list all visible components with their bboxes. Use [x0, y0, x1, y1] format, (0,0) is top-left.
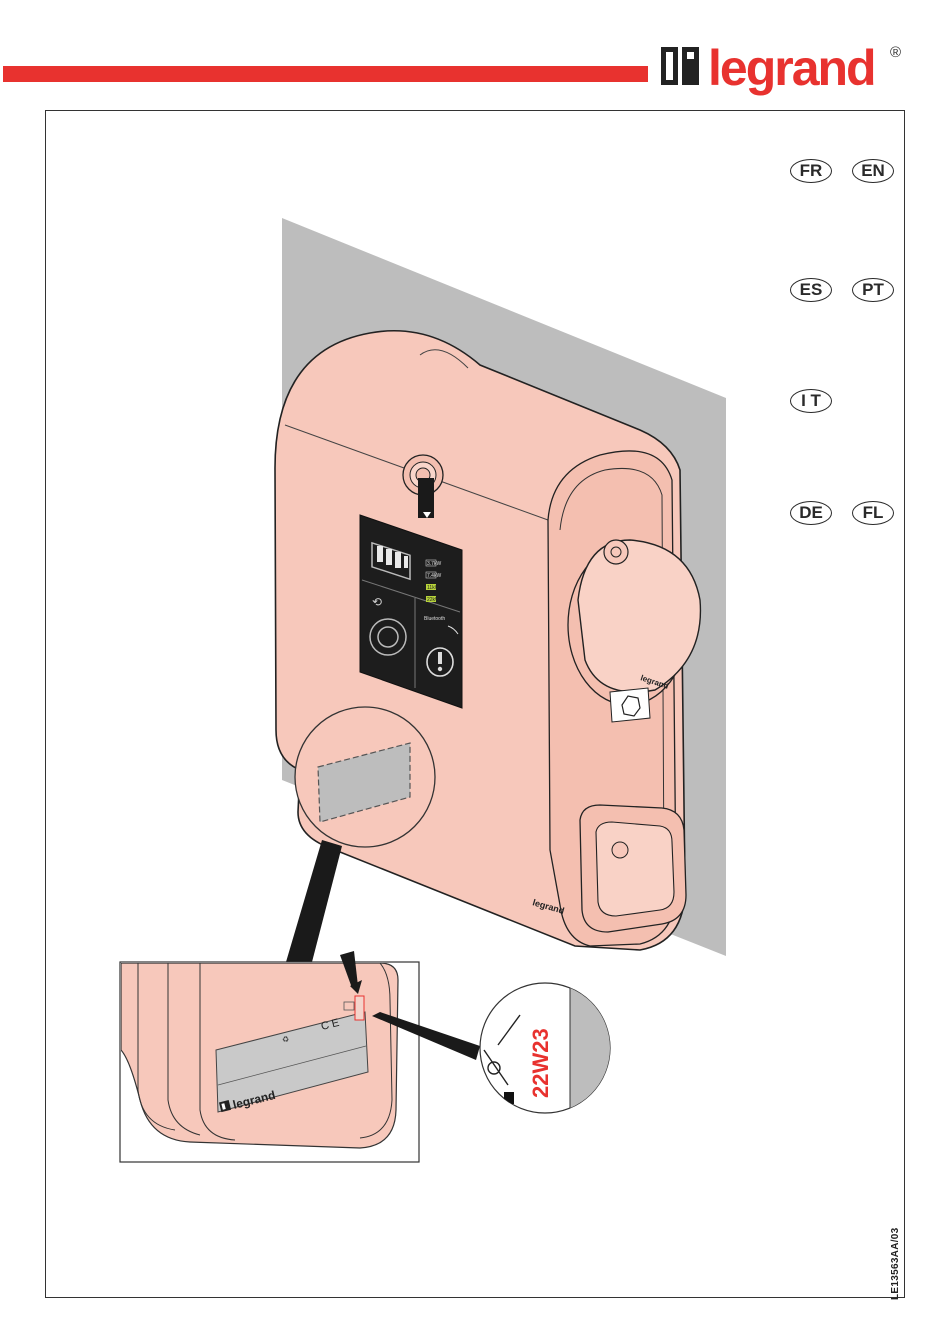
- indicator-11kw: 11kW: [427, 585, 440, 591]
- recycle-icon: ♻: [282, 1035, 289, 1044]
- timer-icon: ⟲: [372, 595, 382, 609]
- bluetooth-label: Bluetooth: [424, 616, 445, 622]
- indicator-3kw: 3.7kW: [427, 561, 441, 567]
- callout-pointer: [286, 840, 342, 962]
- indicator-22kw: 22kW: [427, 597, 440, 603]
- document-reference: LE13563AA/03: [890, 1227, 901, 1300]
- date-code-text: 22W23: [528, 1028, 553, 1098]
- date-code-marker: [355, 996, 364, 1020]
- indicator-7kw: 7.4kW: [427, 573, 441, 579]
